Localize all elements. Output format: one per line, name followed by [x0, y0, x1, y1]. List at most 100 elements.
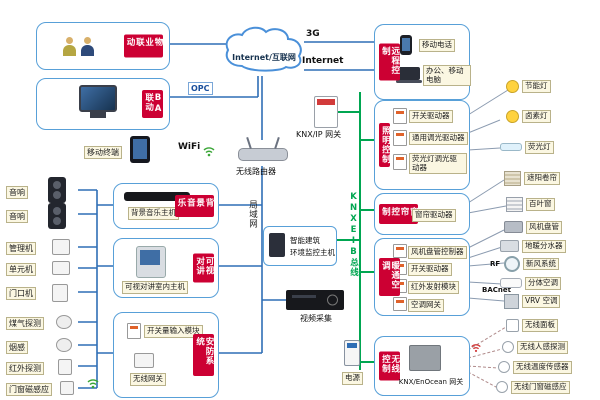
fan-coil-controller-label: 风机盘管控制器 — [408, 246, 467, 259]
lighting-control-box: 照明控制 开关驱动器 通用调光驱动器 荧光灯调光驱动器 — [374, 100, 470, 190]
knx-ip-gateway-label: KNX/IP 网关 — [296, 130, 342, 139]
knx-bus-label: KNXEIB总线 — [348, 192, 359, 277]
device-row-occupancy-sensor: 无线人感探测 — [502, 341, 568, 354]
sensor-icon — [502, 341, 514, 354]
router-label: 无线路由器 — [236, 167, 276, 176]
device-row-roller-shade: 遮阳卷帘 — [504, 171, 560, 186]
remote-control-box: 远程控制 移动电话 办公、移动电脑 — [374, 24, 471, 100]
device-row-fluorescent: 荧光灯 — [500, 141, 554, 154]
mobile-phone-label: 移动电话 — [419, 39, 455, 52]
device-row-energy-lamp: 节能灯 — [506, 80, 551, 93]
hvac-label: 暖通空调 — [379, 258, 400, 296]
desktop-computer-icon — [79, 85, 117, 112]
device-label: 卤素灯 — [522, 110, 551, 123]
blinds-icon — [506, 197, 523, 212]
hvac-box: 暖通空调 风机盘管控制器 开关驱动器 红外发射模块 空调网关 — [374, 238, 470, 316]
building-host-label-1: 智能建筑 — [290, 236, 320, 245]
device-label: 无线温度传感器 — [513, 361, 572, 374]
device-row-blinds: 百叶窗 — [506, 197, 555, 212]
cloud-icon — [220, 26, 306, 80]
background-music-label: 背景音乐 — [174, 195, 214, 217]
rf-label: RF — [490, 260, 501, 268]
wireless-control-label: 无线控制 — [379, 351, 400, 381]
din-module-icon — [393, 130, 407, 146]
host-icon — [269, 233, 285, 257]
device-row-door-magnet: 无线门窗磁感应 — [496, 381, 570, 394]
din-module-icon — [393, 244, 407, 258]
people-icon — [81, 37, 94, 56]
device-row-vrv: VRV 空调 — [504, 294, 561, 309]
speaker-icon — [48, 177, 66, 203]
knx-ip-gateway-icon — [314, 96, 338, 128]
door-station-icon — [52, 284, 68, 302]
door-station-label: 门口机 — [6, 287, 36, 301]
music-host-icon — [124, 192, 190, 201]
office-pc-label: 办公、移动电脑 — [423, 65, 471, 87]
enocean-gateway-icon — [409, 345, 441, 371]
device-label: 分体空调 — [525, 277, 561, 290]
speaker-icon — [48, 203, 66, 229]
property-linkage-label: 物业联动 — [123, 34, 163, 58]
ba-linkage-label: BA联动 — [142, 90, 163, 118]
wifi-icon — [86, 374, 100, 393]
security-system-label: 安防系统 — [193, 334, 214, 376]
gas-detector-label: 煤气探测 — [6, 317, 44, 331]
background-music-box: 背景音乐主机 背景音乐 — [113, 183, 219, 229]
device-label: VRV 空调 — [522, 295, 561, 308]
speaker-label: 音响 — [6, 186, 28, 200]
smoke-detector-label: 烟感 — [6, 341, 28, 355]
smoke-detector-icon — [56, 338, 72, 352]
lan-label: 局域网 — [247, 200, 258, 229]
management-unit-label: 管理机 — [6, 242, 36, 256]
ac-gateway-label: 空调网关 — [408, 299, 444, 312]
device-label: 地暖分水器 — [522, 240, 566, 253]
ir-transmitter-label: 红外发射模块 — [408, 281, 459, 294]
sensor-icon — [496, 381, 508, 394]
unit-station-label: 单元机 — [6, 263, 36, 277]
ir-detector-label: 红外探测 — [6, 362, 44, 376]
device-row-fresh-air: 新风系统 — [504, 256, 559, 272]
fresh-air-icon — [504, 256, 520, 272]
phone-icon — [400, 35, 412, 55]
manifold-icon — [500, 240, 519, 253]
din-module-icon — [393, 108, 407, 124]
people-icon — [63, 37, 76, 56]
mobile-terminal-label: 移动终端 — [84, 146, 122, 160]
ir-detector-icon — [58, 359, 72, 375]
roller-shade-icon — [504, 171, 521, 186]
device-row-fan-coil: 风机盘管 — [504, 221, 562, 234]
lamp-icon — [506, 110, 519, 123]
wifi-icon — [202, 142, 216, 161]
device-row-temp-sensor: 无线温度传感器 — [498, 361, 572, 374]
device-row-manifold: 地暖分水器 — [500, 240, 566, 253]
opc-label: OPC — [188, 82, 213, 96]
device-label: 风机盘管 — [526, 221, 562, 234]
tablet-icon — [130, 136, 150, 163]
gas-detector-icon — [56, 315, 72, 329]
internet-label: Internet — [302, 56, 344, 66]
tube-lamp-icon — [500, 143, 522, 152]
wifi-label: WiFi — [178, 142, 201, 152]
curtain-actuator-label: 窗帘驱动器 — [412, 209, 456, 222]
input-module-label: 开关量输入模块 — [144, 325, 203, 338]
device-row-halogen-lamp: 卤素灯 — [506, 110, 551, 123]
unit-station-icon — [52, 261, 70, 275]
sensor-icon — [498, 361, 510, 374]
switch-actuator-label: 开关驱动器 — [408, 263, 452, 276]
remote-control-label: 远程控制 — [379, 43, 400, 81]
fluorescent-dimmer-label: 荧光灯调光驱动器 — [409, 153, 467, 175]
ba-linkage-box: BA联动 — [36, 78, 170, 130]
device-label: 节能灯 — [522, 80, 551, 93]
device-label: 百叶窗 — [526, 198, 555, 211]
din-module-icon — [393, 297, 407, 311]
wireless-signal-icon — [470, 338, 482, 357]
lamp-icon — [506, 80, 519, 93]
din-module-icon — [393, 154, 407, 170]
wireless-panel-icon — [506, 319, 519, 332]
device-label: 无线人感探测 — [517, 341, 568, 354]
router-icon — [238, 148, 288, 161]
3g-label: 3G — [306, 29, 320, 39]
device-label: 遮阳卷帘 — [524, 172, 560, 185]
